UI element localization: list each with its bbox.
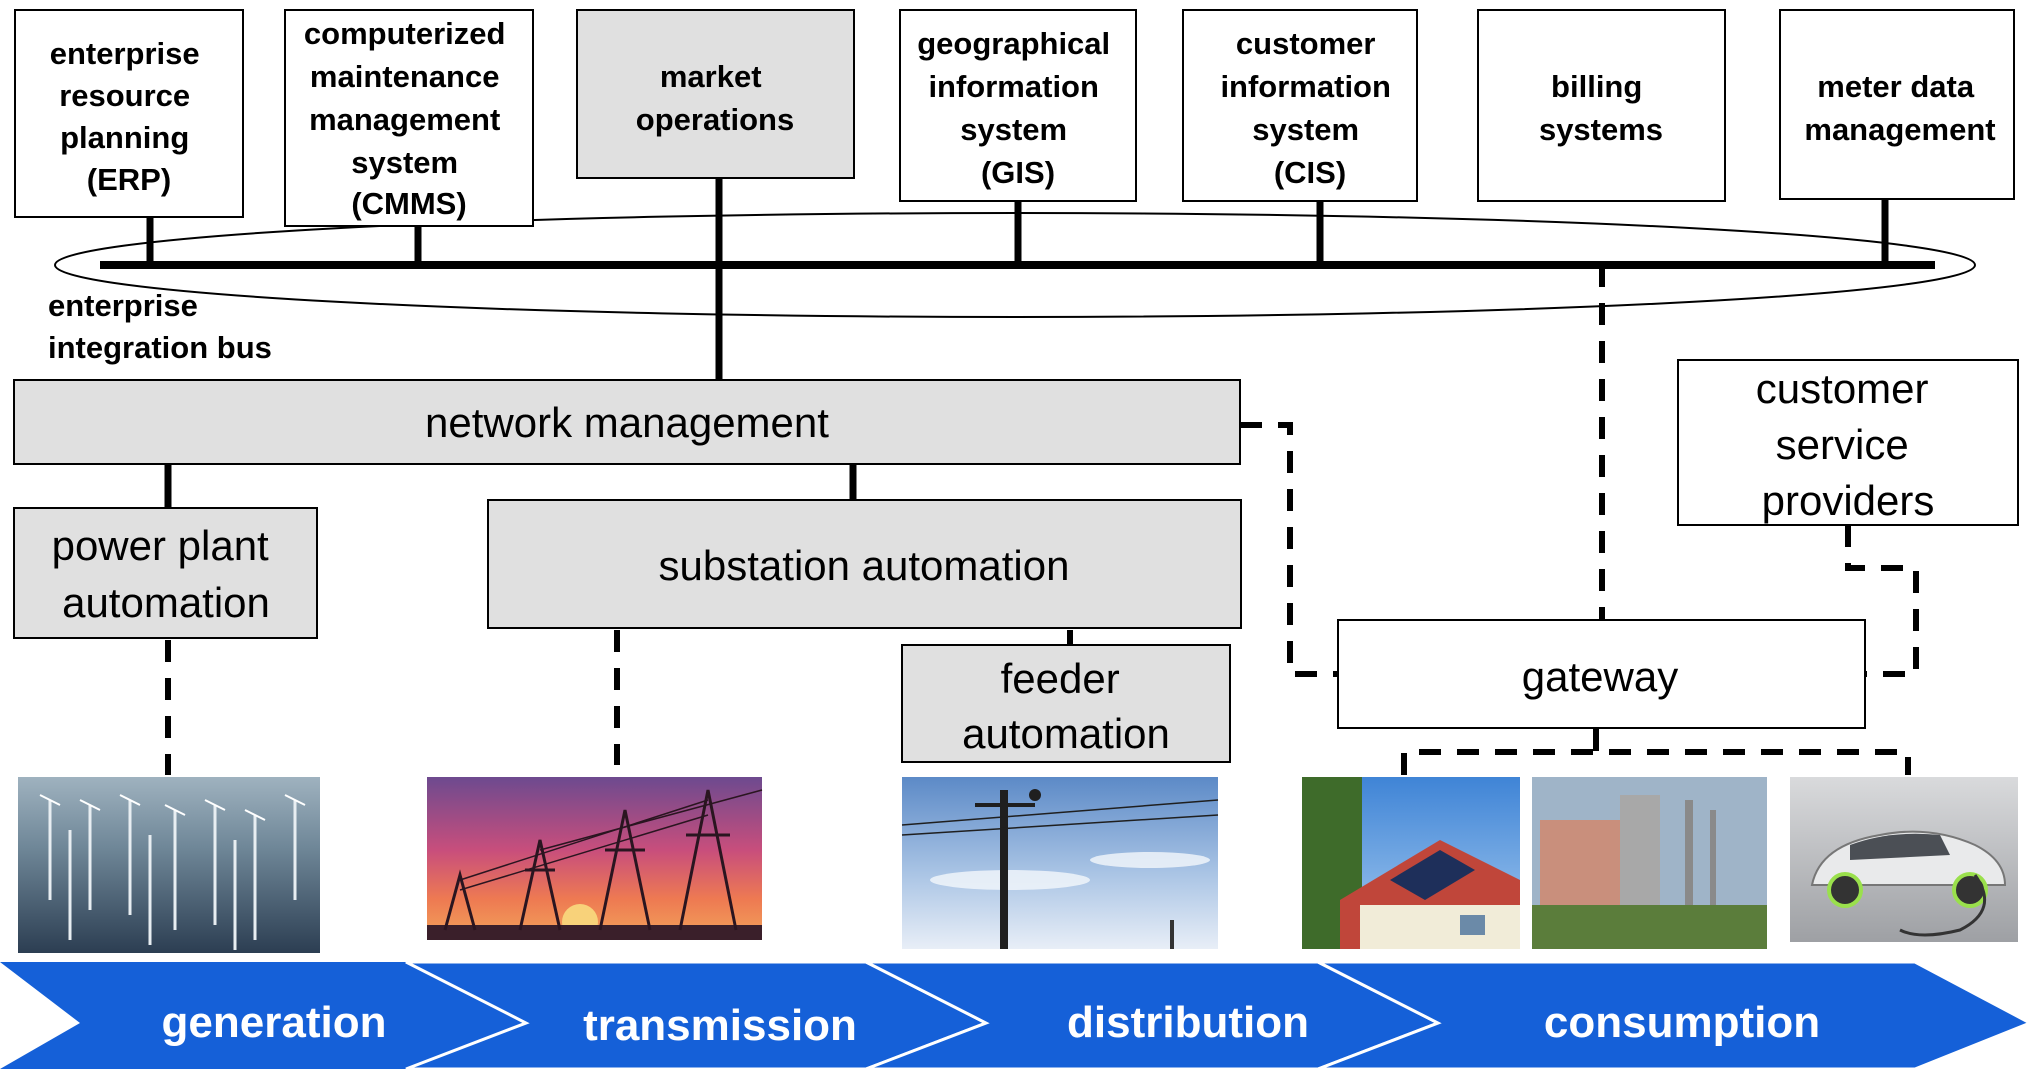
- transmission-towers-photo: [427, 777, 763, 940]
- customer-service-providers-box[interactable]: customer service providers: [1677, 359, 2019, 526]
- gis-line: system: [960, 112, 1067, 147]
- distribution-label: distribution: [1067, 998, 1309, 1047]
- svg-text:power plant automation: power plant automation: [52, 522, 281, 626]
- cis-box[interactable]: customer information system (CIS): [1182, 9, 1418, 202]
- csp-line: providers: [1762, 477, 1935, 524]
- erp-line: planning: [60, 120, 189, 155]
- svg-text:geographical information: geographical information system (GIS): [917, 26, 1119, 190]
- gis-line: information: [928, 69, 1099, 104]
- svg-text:enterprise resource: enterprise resource planning (ERP): [50, 36, 209, 197]
- market-line: operations: [636, 102, 794, 137]
- feeder-line: automation: [962, 710, 1170, 757]
- csp-line: customer: [1756, 365, 1929, 412]
- network-management-label: network management: [425, 399, 829, 446]
- gis-box[interactable]: geographical information system (GIS): [899, 9, 1137, 202]
- cmms-line: computerized: [304, 16, 506, 51]
- feeder-automation-box[interactable]: feeder automation: [901, 644, 1231, 763]
- gateway-label: gateway: [1522, 653, 1678, 700]
- billing-systems-box[interactable]: billing systems: [1477, 9, 1726, 202]
- svg-text:customer service p: customer service providers: [1756, 365, 1940, 524]
- erp-box[interactable]: enterprise resource planning (ERP): [14, 9, 244, 218]
- feeder-line: feeder: [1001, 655, 1120, 702]
- wind-farm-photo: [18, 777, 320, 953]
- generation-chevron: [0, 962, 526, 1069]
- billing-line: billing: [1551, 69, 1642, 104]
- cmms-box[interactable]: computerized maintenance management syst…: [284, 9, 534, 227]
- cmms-line: (CMMS): [351, 186, 466, 221]
- svg-text:market operations: market operations: [636, 59, 794, 137]
- cmms-line: management: [309, 102, 500, 137]
- consumption-label: consumption: [1544, 998, 1820, 1047]
- cis-line: information: [1220, 69, 1391, 104]
- csp-line: service: [1776, 421, 1909, 468]
- market-line: market: [660, 59, 762, 94]
- power-plant-line: automation: [62, 579, 270, 626]
- meter-data-management-box[interactable]: meter data management: [1779, 9, 2015, 200]
- distribution-pole-photo: [901, 777, 1219, 949]
- cmms-line: maintenance: [310, 59, 500, 94]
- electric-car-photo: [1790, 777, 2018, 942]
- consumption-chevron: [1317, 960, 2033, 1069]
- gis-line: (GIS): [981, 155, 1055, 190]
- substation-automation-label: substation automation: [659, 542, 1070, 589]
- gateway-box[interactable]: gateway: [1337, 619, 1866, 729]
- cis-line: system: [1252, 112, 1359, 147]
- solid-connections: [164, 464, 857, 508]
- erp-line: enterprise: [50, 36, 200, 71]
- value-chain: generation transmission distribution con…: [0, 960, 2033, 1069]
- substation-automation-box[interactable]: substation automation: [487, 499, 1242, 629]
- market-operations-box[interactable]: market operations: [576, 9, 855, 179]
- gis-line: geographical: [917, 26, 1110, 61]
- svg-text:meter data management: meter data management: [1804, 69, 1995, 147]
- billing-line: systems: [1539, 112, 1663, 147]
- power-plant-automation-box[interactable]: power plant automation: [13, 507, 318, 639]
- bus-label: enterprise integration bus: [48, 288, 272, 365]
- bus-label-line: integration bus: [48, 330, 272, 365]
- mdm-line: meter data: [1817, 69, 1975, 104]
- svg-text:feeder automation: feeder automation: [962, 655, 1170, 757]
- svg-text:customer information: customer information system (CIS): [1220, 26, 1399, 190]
- generation-label: generation: [162, 998, 387, 1047]
- power-plant-line: power plant: [52, 522, 269, 569]
- erp-line: (ERP): [87, 162, 171, 197]
- svg-text:billing systems: billing systems: [1539, 69, 1663, 147]
- transmission-label: transmission: [583, 1001, 857, 1050]
- mdm-line: management: [1804, 112, 1995, 147]
- industrial-plant-photo: [1532, 777, 1767, 949]
- erp-line: resource: [59, 78, 190, 113]
- solar-house-photo: [1302, 777, 1520, 949]
- cis-line: (CIS): [1274, 155, 1346, 190]
- network-management-box[interactable]: network management: [13, 379, 1241, 465]
- cis-line: customer: [1236, 26, 1376, 61]
- bus-connectors: [146, 178, 1889, 380]
- bus-label-line: enterprise: [48, 288, 198, 323]
- svg-text:computerized maintenance: computerized maintenance management syst…: [304, 16, 514, 221]
- cmms-line: system: [351, 145, 458, 180]
- dashed-connections: [165, 265, 1919, 775]
